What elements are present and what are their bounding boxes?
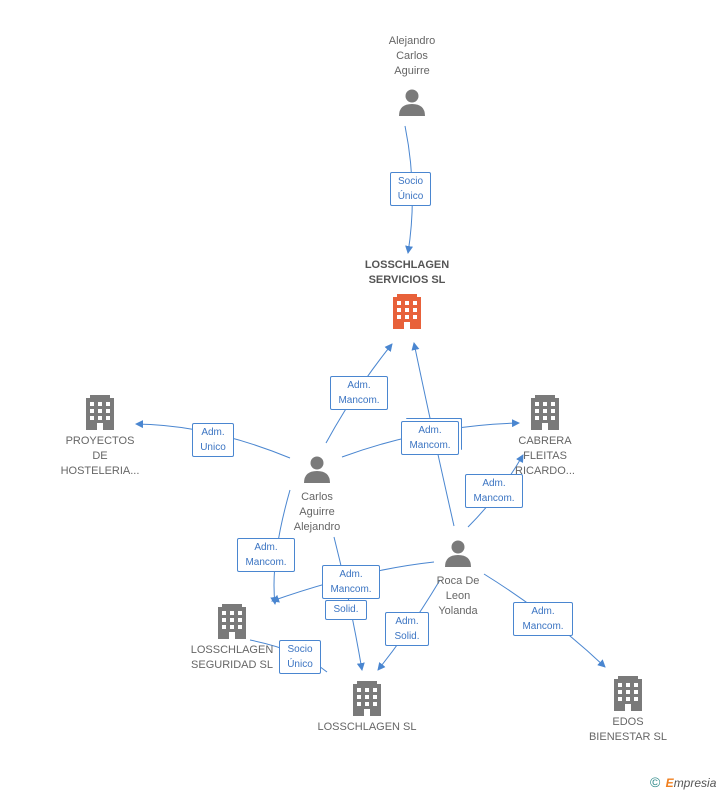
building-icon: [614, 676, 642, 711]
building-icon: [531, 395, 559, 430]
edge-badge-adm-mancom[interactable]: Adm. Mancom.: [237, 538, 295, 572]
building-icon: [218, 604, 246, 639]
node-edos-bienestar[interactable]: EDOS BIENESTAR SL: [583, 675, 673, 745]
copyright-icon: ©: [650, 774, 661, 790]
node-cabrera-fleitas-ricardo[interactable]: CABRERA FLEITAS RICARDO...: [505, 394, 585, 479]
edge-badge-adm-solid[interactable]: Adm. Solid.: [385, 612, 429, 646]
edge-badge-adm-mancom[interactable]: Adm. Mancom.: [330, 376, 388, 410]
node-proyectos-de-hosteleria[interactable]: PROYECTOS DE HOSTELERIA...: [58, 394, 142, 479]
node-losschlagen-seguridad[interactable]: LOSSCHLAGEN SEGURIDAD SL: [186, 603, 278, 673]
edge-badge-socio-unico[interactable]: Socio Único: [390, 172, 431, 206]
footer-brand: © Empresia: [650, 774, 716, 790]
person-icon: [399, 89, 425, 116]
node-label: Carlos Aguirre Alejandro: [293, 491, 341, 533]
node-losschlagen-servicios[interactable]: LOSSCHLAGEN SERVICIOS SL: [352, 258, 462, 329]
edge-badge-adm-mancom-stacked[interactable]: Adm. Mancom.: [401, 421, 459, 455]
building-icon: [86, 395, 114, 430]
node-label: LOSSCHLAGEN SEGURIDAD SL: [190, 644, 274, 671]
node-losschlagen-sl[interactable]: LOSSCHLAGEN SL: [312, 680, 422, 735]
building-icon: [393, 294, 421, 329]
node-label: LOSSCHLAGEN SERVICIOS SL: [364, 259, 450, 286]
edge-badge-adm-mancom[interactable]: Adm. Mancom.: [513, 602, 573, 636]
node-label: LOSSCHLAGEN SL: [317, 721, 417, 733]
person-icon: [445, 540, 471, 567]
edge-badge-adm-mancom[interactable]: Adm. Mancom.: [465, 474, 523, 508]
node-label: CABRERA FLEITAS RICARDO...: [515, 435, 575, 477]
node-alejandro-carlos-aguirre[interactable]: Alejandro Carlos Aguirre: [372, 34, 452, 117]
node-label: PROYECTOS DE HOSTELERIA...: [60, 435, 140, 477]
edge-badge-adm-mancom[interactable]: Adm. Mancom.: [322, 565, 380, 599]
edge-badge-adm-unico[interactable]: Adm. Unico: [192, 423, 234, 457]
person-icon: [304, 456, 330, 483]
edge-badge-solid[interactable]: Solid.: [325, 600, 367, 620]
node-label: Roca De Leon Yolanda: [436, 575, 480, 617]
brand-logo[interactable]: Empresia: [665, 776, 717, 790]
building-icon: [353, 681, 381, 716]
node-roca-de-leon-yolanda[interactable]: Roca De Leon Yolanda: [418, 538, 498, 619]
node-carlos-aguirre-alejandro[interactable]: Carlos Aguirre Alejandro: [277, 454, 357, 535]
node-label: Alejandro Carlos Aguirre: [388, 35, 436, 77]
edge-badge-socio-unico[interactable]: Socio Único: [279, 640, 321, 674]
node-label: EDOS BIENESTAR SL: [588, 716, 668, 743]
